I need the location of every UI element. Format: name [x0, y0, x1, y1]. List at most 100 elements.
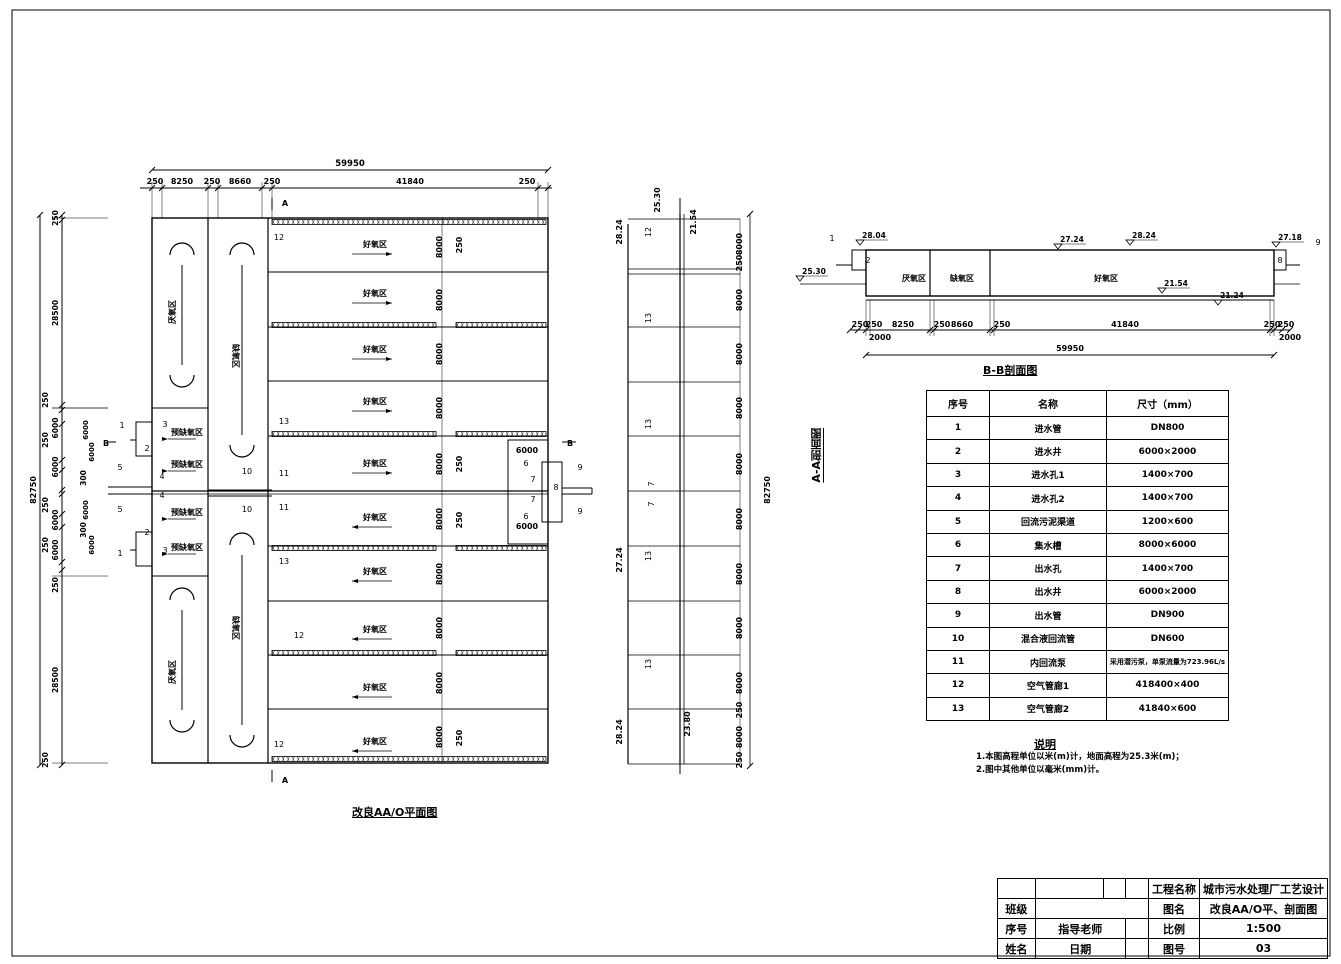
col-header-size: 尺寸（mm）	[1106, 390, 1229, 417]
row-size: 6000×2000	[1106, 579, 1229, 605]
bb-elev-outlet-mark	[1271, 241, 1281, 248]
tag: 12	[294, 631, 304, 640]
row-seq: 13	[926, 696, 990, 722]
flow-arrow-pre-head	[162, 437, 168, 441]
side-lane-dim: 250	[735, 751, 744, 768]
baffle-dim: 250	[455, 511, 464, 528]
section-b: B	[103, 439, 109, 448]
zone-pre-anoxic: 预缺氧区	[171, 427, 203, 437]
row-seq: 9	[926, 603, 990, 628]
dim-left: 6000	[51, 540, 60, 561]
bb-dim: 250	[934, 320, 951, 329]
bb-dim: 41840	[1111, 320, 1139, 329]
row-size: 1400×700	[1106, 556, 1229, 581]
row-seq: 5	[926, 509, 990, 534]
row-size: 6000×2000	[1106, 439, 1229, 464]
notes-title: 说明	[1034, 738, 1056, 751]
lane-dim: 8000	[435, 507, 444, 530]
air-gallery-13d	[455, 431, 547, 437]
bb-elev-water-mark	[1053, 243, 1063, 250]
bb-elev-base-mark	[1213, 299, 1223, 306]
side-tag: 7	[647, 481, 656, 486]
project-value: 城市污水处理厂工艺设计	[1199, 878, 1328, 899]
row-name: 回流污泥渠道	[989, 509, 1107, 534]
bb-tag: 8	[1277, 256, 1282, 265]
lane-dim: 8000	[435, 671, 444, 694]
bb-elev-inlet-mark	[855, 239, 865, 246]
zone-anoxic-bottom: 缺氧区	[231, 615, 241, 640]
side-lane-dim: 8000	[735, 288, 744, 311]
flow-arrow-pre-head	[162, 517, 168, 521]
dim-left: 300	[79, 522, 88, 538]
row-name: 出水孔	[989, 556, 1107, 581]
inlet-well-1	[135, 421, 153, 457]
bb-elev-ground: 25.30	[802, 267, 826, 276]
bb-dim: 8250	[892, 320, 915, 329]
anoxic-loop-bottom-bottom	[229, 734, 255, 748]
tag: 7	[530, 495, 535, 504]
flow-arrow-aerobic-head	[386, 357, 392, 361]
row-name: 进水管	[989, 415, 1107, 441]
bb-elev-top-mark	[1125, 239, 1135, 246]
row-name: 空气管廊1	[989, 673, 1107, 698]
col-header-name: 名称	[989, 390, 1107, 417]
row-size: 41840×600	[1106, 696, 1229, 722]
lane-dim: 8000	[435, 452, 444, 475]
side-total: 82750	[763, 476, 772, 504]
tag: 5	[117, 505, 122, 514]
dim-tick	[1266, 326, 1274, 334]
row-size: 8000×6000	[1106, 532, 1229, 558]
tag: 3	[162, 546, 167, 555]
dim-left-total: 82750	[29, 476, 38, 504]
lane-dim: 8000	[435, 562, 444, 585]
tag: 1	[117, 549, 122, 558]
dim-top: 8250	[171, 177, 194, 186]
flow-arrow-aerobic-head	[386, 471, 392, 475]
row-seq: 7	[926, 556, 990, 581]
dim-tick	[930, 326, 938, 334]
dim-left: 6000	[51, 510, 60, 531]
dim-left: 6000	[51, 418, 60, 439]
air-gallery-top	[271, 219, 547, 225]
dim-outlet: 6000	[516, 446, 539, 455]
side-tag: 7	[647, 501, 656, 506]
dim-tick	[1270, 351, 1278, 359]
inlet-well-2	[135, 531, 153, 567]
zone-aerobic: 好氧区	[362, 458, 387, 468]
number-value: 03	[1199, 938, 1328, 959]
baffle-dim: 250	[455, 729, 464, 746]
outlet-well	[541, 461, 563, 523]
anaerobic-loop-bottom-bottom	[169, 719, 195, 733]
row-size: 采用潜污泵，单泵流量为723.96L/s	[1106, 649, 1229, 675]
bb-elev-outlet: 27.18	[1278, 233, 1302, 242]
flow-arrow-aerobic-head	[352, 749, 358, 753]
side-lane-dim: 8000	[735, 507, 744, 530]
anaerobic-loop-top-bottom	[169, 374, 195, 388]
tag: 13	[279, 417, 289, 426]
dim-top: 250	[519, 177, 536, 186]
side-lane-dim: 8000	[735, 616, 744, 639]
zone-aerobic: 好氧区	[362, 396, 387, 406]
air-gallery-12b	[455, 650, 547, 656]
row-seq: 11	[926, 649, 990, 675]
flow-arrow-aerobic-head	[386, 301, 392, 305]
air-gallery-12	[271, 650, 437, 656]
section-bb-title: B-B剖面图	[983, 364, 1038, 377]
bb-dim: 250	[1264, 320, 1281, 329]
name-label: 姓名	[997, 938, 1036, 959]
dim-tick	[846, 326, 854, 334]
anaerobic-loop-bottom-top	[169, 587, 195, 601]
side-lane-dim: 8000	[735, 671, 744, 694]
side-tag: 13	[644, 659, 653, 669]
row-size: 1400×700	[1106, 462, 1229, 488]
zone-pre-anoxic: 预缺氧区	[171, 542, 203, 552]
row-name: 内回流泵	[989, 649, 1107, 675]
dim-top: 250	[147, 177, 164, 186]
side-lane-dim: 250	[735, 254, 744, 271]
bb-inlet-well	[851, 249, 867, 271]
